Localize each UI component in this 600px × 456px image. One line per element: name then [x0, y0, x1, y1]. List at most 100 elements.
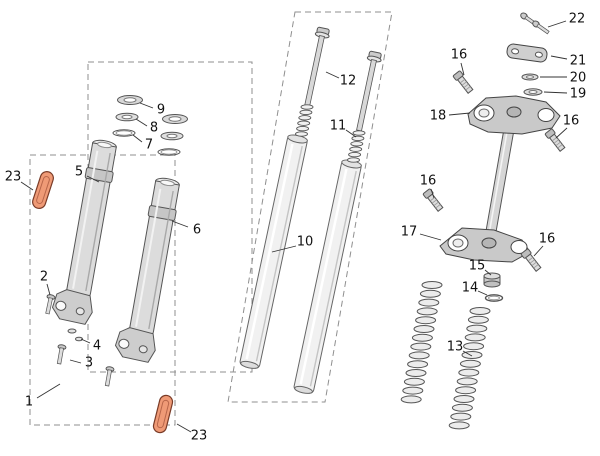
callout-16: 16 [563, 114, 580, 129]
upper-triple-clamp [467, 95, 561, 135]
screw-3-right [102, 365, 115, 387]
spring-coil [419, 289, 441, 298]
rebound-spring-left [295, 104, 314, 137]
spring-coil [350, 141, 364, 147]
spring-coil [347, 157, 360, 163]
callout-16: 16 [539, 232, 556, 247]
fork-outer-tube-right [112, 173, 186, 365]
callout-leader-16 [430, 188, 435, 199]
spring-coil [469, 307, 491, 315]
spring-coil [467, 315, 489, 324]
callout-20: 20 [570, 71, 587, 86]
spring-coil [403, 377, 425, 386]
spring-coil [453, 395, 475, 403]
spring-coil [413, 325, 435, 333]
spring-coil [400, 395, 422, 404]
callout-10: 10 [297, 235, 314, 250]
callout-leader-16 [533, 245, 544, 257]
callout-8: 8 [150, 121, 158, 136]
spring-coil [416, 307, 438, 316]
callout-4: 4 [93, 339, 101, 354]
washers-4 [67, 328, 83, 342]
spring-coil [351, 135, 365, 142]
callout-leader-11 [345, 129, 357, 138]
callout-leader-2 [46, 283, 51, 296]
callout-23: 23 [5, 170, 22, 185]
callout-leader-9 [139, 102, 154, 109]
spring-coil [455, 386, 477, 395]
bolt-16-lower-right [520, 248, 543, 273]
callout-leader-10 [271, 245, 297, 253]
spring-coil [352, 130, 366, 136]
spring-coil [464, 333, 486, 342]
spring-coil [297, 120, 311, 126]
callout-18: 18 [430, 109, 447, 124]
callout-leader-21 [550, 55, 568, 60]
spring-coil [450, 412, 472, 421]
damper-rod-right [351, 50, 384, 133]
callout-leader-7 [132, 134, 143, 143]
spring-coil [295, 131, 308, 137]
spring-coil [405, 369, 427, 377]
spring-coil [463, 342, 485, 351]
callout-leader-23 [20, 181, 34, 191]
spring-coil [456, 377, 478, 386]
fork-spring-right [448, 307, 491, 430]
spring-coil [421, 281, 443, 289]
spring-coil [349, 146, 363, 152]
callout-11: 11 [330, 119, 347, 134]
spring-coil [300, 104, 314, 110]
callout-leader-22 [547, 20, 567, 28]
callout-leader-16 [460, 62, 465, 76]
screw-22-b [531, 19, 551, 36]
callout-23: 23 [191, 429, 208, 444]
damper-rod-left [299, 26, 332, 109]
callout-leader-17 [419, 233, 442, 241]
callout-leader-8 [135, 118, 148, 127]
callout-19: 19 [570, 87, 587, 102]
callout-16: 16 [451, 48, 468, 63]
spring-coil [458, 368, 480, 377]
spring-coil [407, 360, 429, 369]
callout-7: 7 [145, 138, 153, 153]
callout-leader-6 [171, 220, 189, 228]
spring-coil [415, 316, 437, 325]
stanchion-tube-right [291, 157, 364, 397]
fork-outer-tube-left [49, 135, 123, 327]
callout-6: 6 [193, 223, 201, 238]
spring-coil [411, 333, 433, 342]
callout-leader-12 [325, 71, 340, 79]
callout-16: 16 [420, 174, 437, 189]
spring-coil [298, 115, 312, 121]
callout-leader-16 [555, 127, 568, 139]
spring-coil [418, 298, 440, 307]
callout-1: 1 [25, 395, 33, 410]
seal-stack-left [112, 95, 143, 137]
clamp-cap-21 [506, 43, 548, 63]
spring-coil [408, 351, 430, 360]
callout-leader-19 [543, 91, 568, 94]
lower-triple-clamp [439, 227, 531, 263]
callout-leader-23 [176, 423, 192, 433]
spring-coil [466, 324, 488, 333]
callout-leader-3 [69, 359, 82, 364]
rebound-spring-right [347, 130, 366, 163]
washer-19 [523, 88, 543, 96]
washer-20 [521, 73, 539, 81]
spring-coil [299, 109, 313, 116]
callout-leader-1 [36, 383, 61, 399]
callout-leader-13 [462, 350, 473, 357]
callout-17: 17 [401, 225, 418, 240]
callout-22: 22 [569, 12, 586, 27]
spring-coil [402, 386, 424, 395]
group-box-stanchions [227, 11, 393, 403]
spring-seat-15 [483, 272, 501, 288]
callout-leader-14 [477, 290, 488, 296]
callout-13: 13 [447, 340, 464, 355]
callout-3: 3 [85, 356, 93, 371]
spring-coil [448, 421, 470, 430]
callout-leader-15 [484, 269, 492, 276]
spring-coil [459, 359, 481, 368]
